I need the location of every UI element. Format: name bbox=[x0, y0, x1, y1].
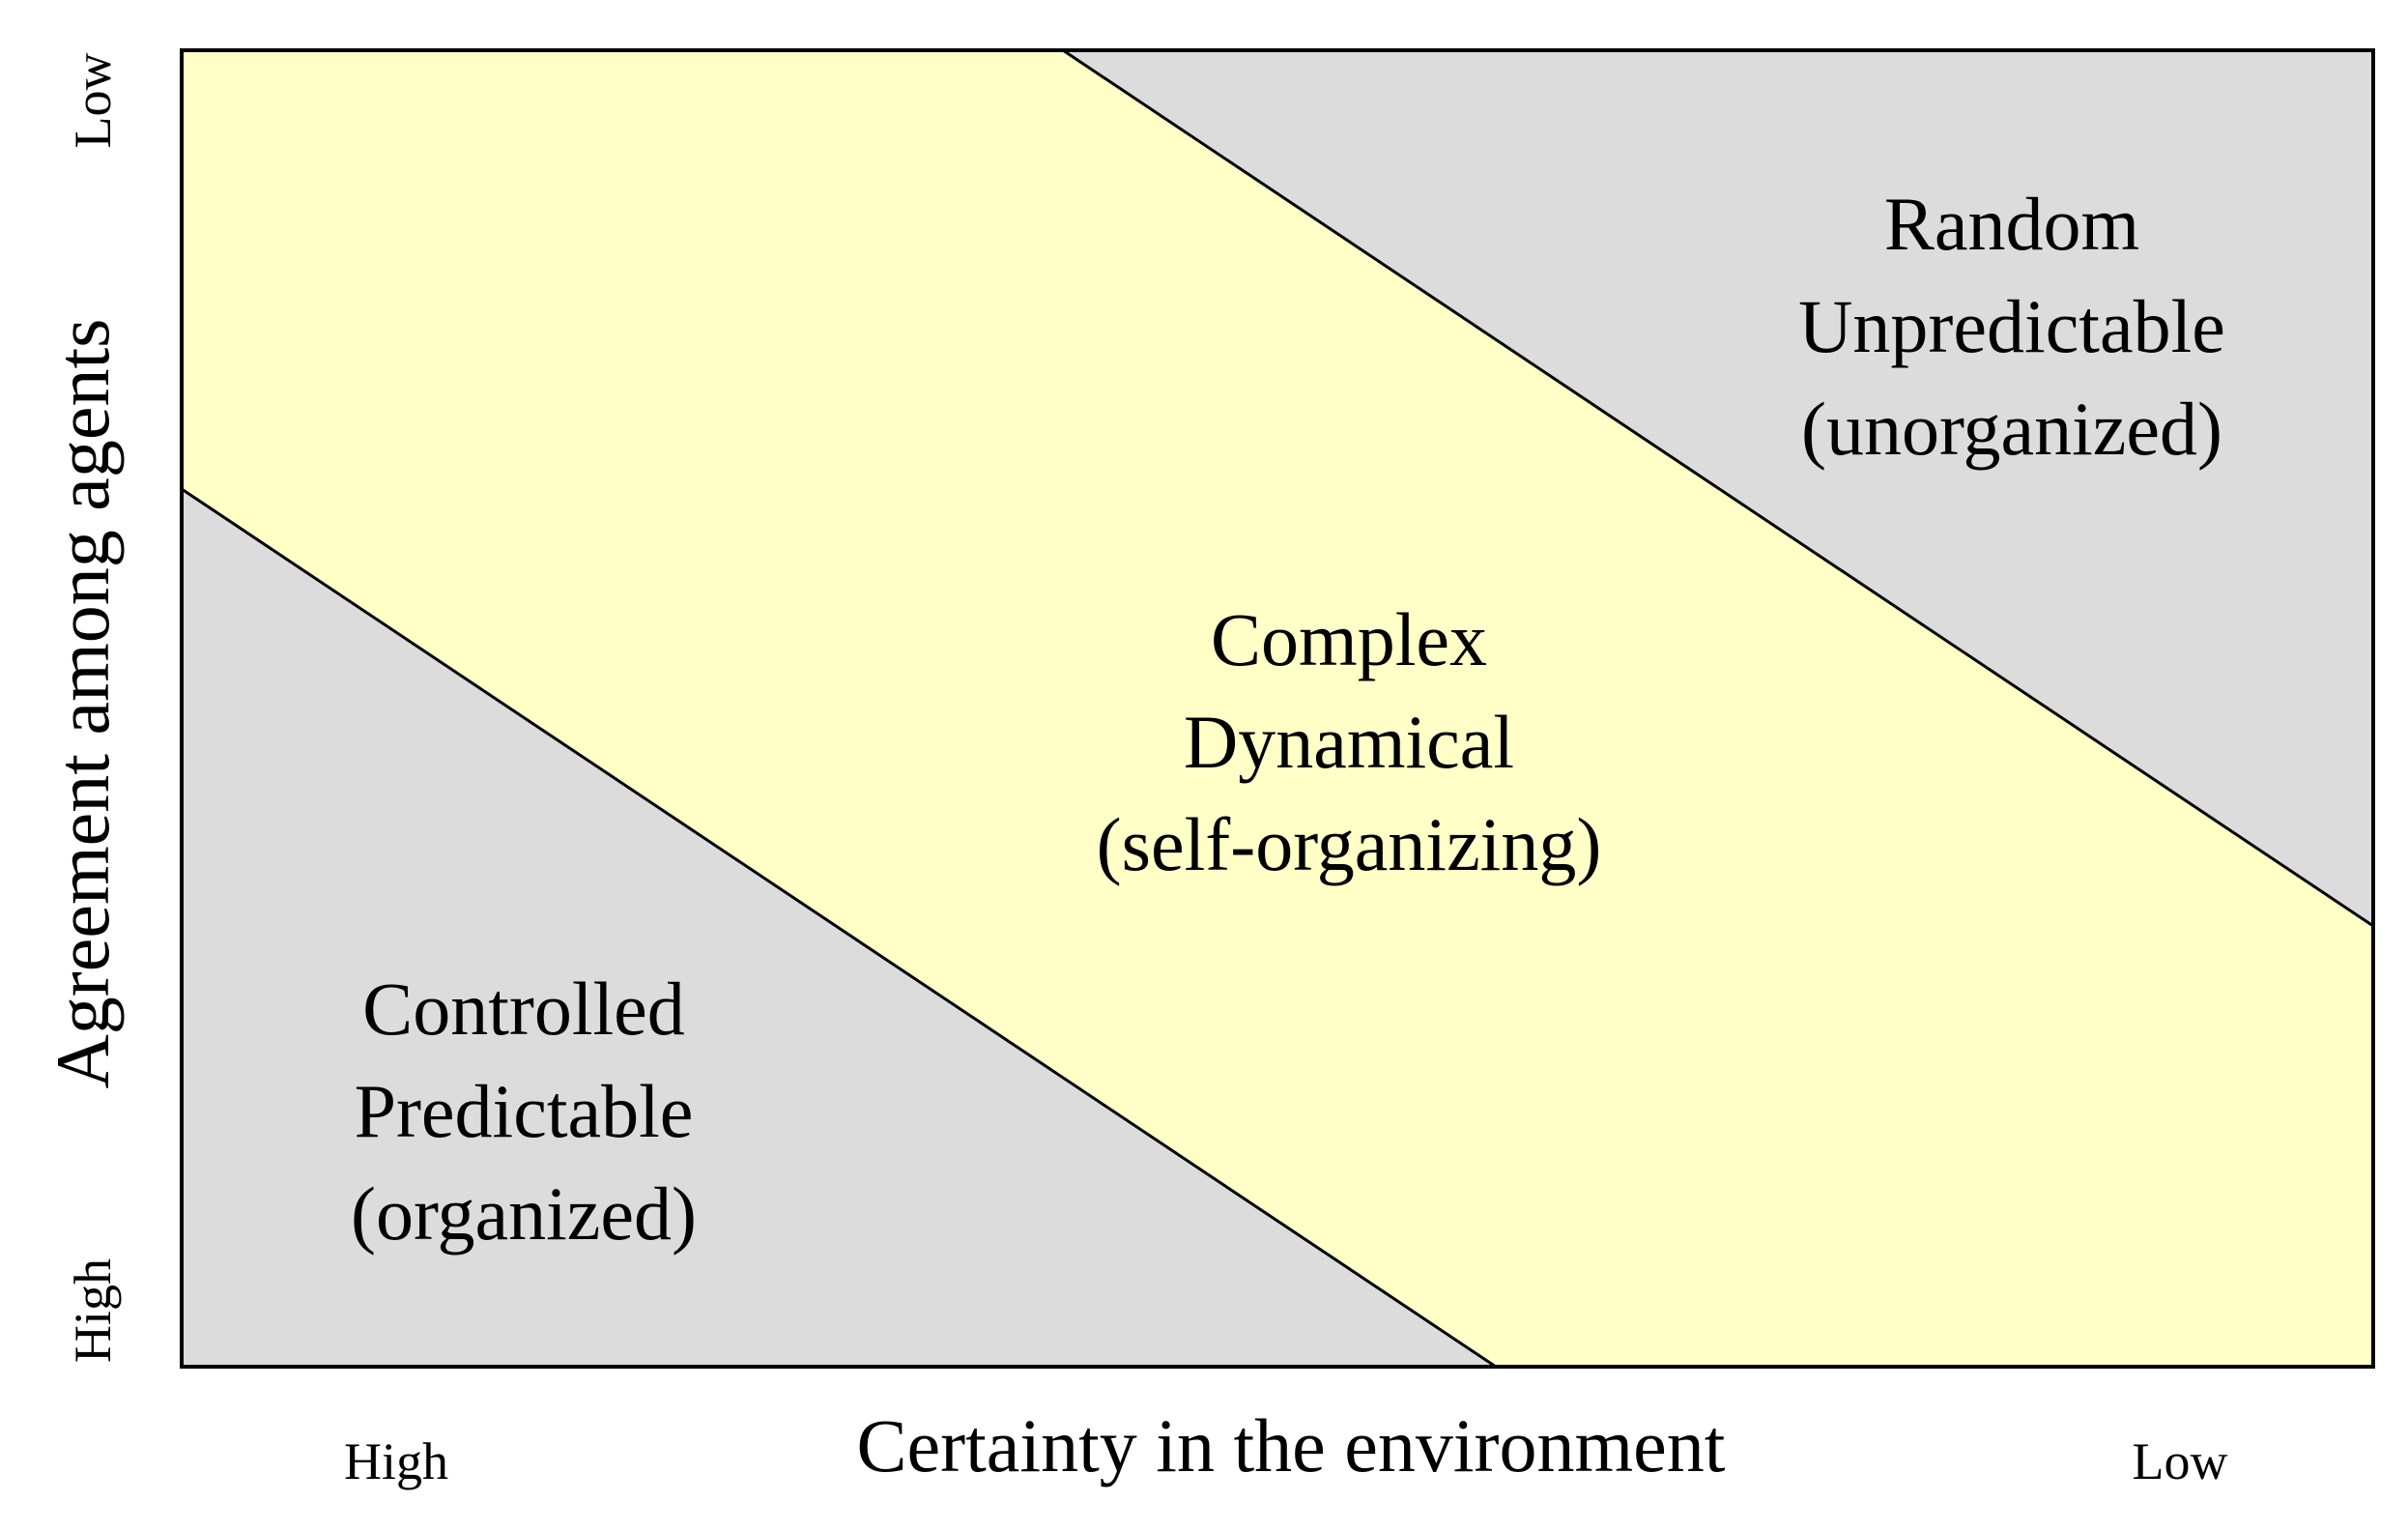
complex-label-line-3: (self-organizing) bbox=[1097, 802, 1602, 886]
lower-boundary-line bbox=[181, 487, 1497, 1369]
upper-boundary-line bbox=[1062, 48, 2374, 928]
controlled-region-label: Controlled Predictable (organized) bbox=[351, 967, 697, 1256]
random-region-label: Random Unpredictable (unorganized) bbox=[1798, 182, 2225, 471]
controlled-label-line-1: Controlled bbox=[362, 967, 685, 1051]
y-axis-label: Agreement among agents bbox=[41, 318, 125, 1088]
y-axis-bottom-end-label: High bbox=[64, 1258, 122, 1363]
complex-label-line-2: Dynamical bbox=[1184, 700, 1514, 784]
random-label-line-2: Unpredictable bbox=[1798, 284, 2225, 368]
random-label-line-3: (unorganized) bbox=[1801, 387, 2222, 471]
complex-label-line-1: Complex bbox=[1211, 597, 1487, 681]
x-axis-left-end-label: High bbox=[344, 1432, 448, 1490]
plot-frame bbox=[180, 48, 2375, 1369]
x-axis-label: Certainty in the environment bbox=[857, 1403, 1726, 1488]
x-axis-right-end-label: Low bbox=[2133, 1432, 2228, 1490]
complex-region-band bbox=[182, 50, 2373, 1367]
controlled-label-line-2: Predictable bbox=[355, 1069, 694, 1153]
random-label-line-1: Random bbox=[1884, 182, 2139, 266]
complex-region-label: Complex Dynamical (self-organizing) bbox=[1097, 597, 1602, 886]
controlled-label-line-3: (organized) bbox=[351, 1171, 697, 1256]
y-axis-top-end-label: Low bbox=[64, 53, 122, 149]
plot-area bbox=[180, 48, 2375, 1369]
